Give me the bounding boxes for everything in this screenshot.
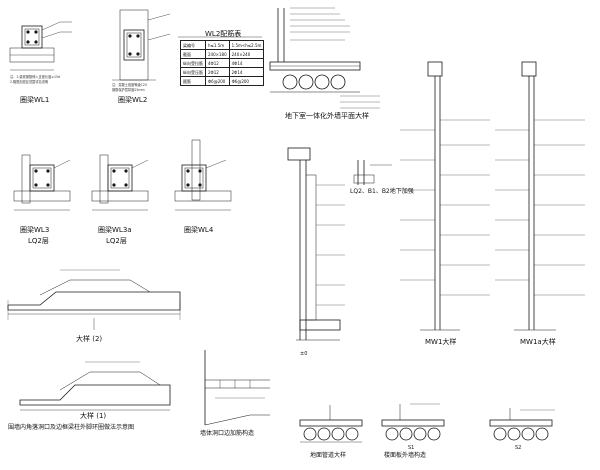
wl1-title: 圈梁WL1 (20, 96, 50, 104)
wl4-section-detail (174, 139, 232, 211)
table-cell: 截面 (180, 49, 206, 59)
table-cell: 箍筋 (180, 76, 206, 86)
table-cell: Φ6@200 (228, 76, 265, 86)
pipe-slab-detail-3 (489, 408, 555, 441)
s2-label: S2 (515, 445, 522, 451)
elevation-mark: ±0 (300, 351, 308, 357)
wl2-section-detail (112, 9, 171, 81)
detail-2-title: 大样 (2) (76, 335, 103, 343)
table-cell: 纵向受拉筋 (180, 58, 206, 68)
pipe-slab-detail-2 (381, 403, 445, 441)
mw1-title: MW1大样 (425, 338, 457, 346)
detail-2-drawing (7, 269, 181, 330)
table-header-cell: h≤1.5m (205, 40, 230, 50)
table-cell: 2Φ14 (228, 67, 265, 77)
table-cell: Φ6@200 (205, 76, 230, 86)
lq-note-title: LQ2、B1、B2地下加强 (350, 188, 414, 195)
pipe-slab-detail-1 (299, 405, 363, 443)
table-row: 箍筋 Φ6@200 Φ6@200 (180, 76, 265, 86)
detail-1-note: 围墙内角落洞口及边框梁柱外脚环圈做法示意图 (8, 424, 135, 431)
note-3: 注：混凝土强度等级C25 (112, 83, 147, 87)
wl3a-title: 圈梁WL3a (98, 226, 132, 234)
table-row: 截面 240×180 240×240 (180, 49, 265, 59)
wl1-section-detail (9, 21, 72, 71)
wl4-title: 圈梁WL4 (184, 226, 214, 234)
slab-detail-title: 楼面板外墙构造 (384, 452, 427, 459)
pipe-detail-title: 地面管道大样 (310, 452, 347, 459)
wl2-reinforcement-table: 梁编号 h≤1.5m 1.5m<h≤2.5m 截面 240×180 240×24… (180, 40, 265, 86)
table-cell: 2Φ12 (205, 67, 230, 77)
table-header-cell: 1.5m<h≤2.5m (228, 40, 265, 50)
wl2-title: 圈梁WL2 (118, 96, 148, 104)
detail-1-title: 大样 (1) (80, 412, 107, 420)
mw1-elevation (400, 61, 490, 331)
wl3a-section-detail (91, 154, 149, 211)
table-cell: 4Φ14 (228, 58, 265, 68)
note-4: 钢筋保护层厚度25mm (112, 88, 145, 92)
table-row: 纵向受拉筋 4Φ12 4Φ14 (180, 58, 265, 68)
opening-rebar-title: 墙体洞口边加筋构造 (200, 430, 255, 437)
table-cell: 4Φ12 (205, 58, 230, 68)
wl3-section-detail (13, 154, 71, 211)
mw1a-title: MW1a大样 (520, 338, 556, 346)
wl3-title: 圈梁WL3 (20, 226, 50, 234)
table-row: 纵向受压筋 2Φ12 2Φ14 (180, 67, 265, 77)
note-2: 2.箍筋加密区范围详见说明 (10, 80, 49, 84)
lq2-label-a: LQ2层 (28, 237, 49, 245)
table-header-row: 梁编号 h≤1.5m 1.5m<h≤2.5m (180, 40, 265, 50)
opening-rebar-detail (204, 350, 270, 426)
wl2-table-title: WL2配筋表 (205, 30, 242, 38)
lq2-small-detail (353, 160, 392, 185)
brick-slab-section (269, 7, 380, 109)
detail-1-drawing (19, 361, 171, 411)
tall-wall-section (287, 147, 345, 341)
table-cell: 纵向受压筋 (180, 67, 206, 77)
table-header-cell: 梁编号 (180, 40, 206, 50)
table-cell: 240×240 (228, 49, 265, 59)
lq2-label-b: LQ2层 (106, 237, 127, 245)
brick-section-title: 地下室一体化外墙平面大样 (285, 112, 369, 120)
note-1: 注：1.梁底钢筋伸入支座长度≥15d (10, 75, 61, 79)
s1-label: S1 (408, 445, 415, 451)
table-cell: 240×180 (205, 49, 230, 59)
mw1a-elevation (495, 61, 585, 331)
